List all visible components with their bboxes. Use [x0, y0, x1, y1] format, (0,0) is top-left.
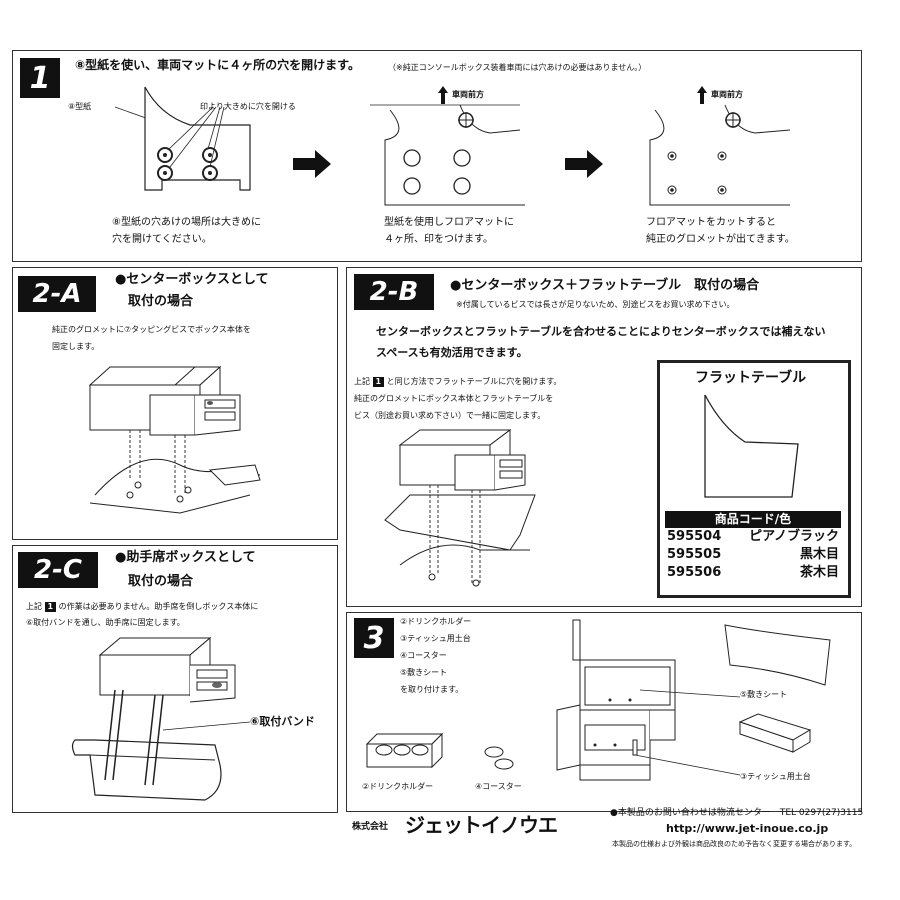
- step1-label-template: ⑧型紙: [68, 102, 92, 111]
- tissue-base-illustration: [738, 713, 812, 753]
- step3-label-drink: ②ドリンクホルダー: [362, 782, 434, 791]
- step1-front-label-2: 車両前方: [711, 90, 743, 99]
- mat-cut-illustration: [649, 104, 791, 206]
- step2c-desc-2: ⑥取付バンドを通し、助手席に固定します。: [26, 618, 185, 627]
- step2a-badge: 2-A: [18, 276, 96, 312]
- step1-caption-1a: ⑧型紙の穴あけの場所は大きめに: [112, 217, 261, 228]
- step1-front-label-1: 車両前方: [452, 90, 484, 99]
- step3-label-tissue: ③ティッシュ用土台: [740, 772, 811, 781]
- flat-table-title: フラットテーブル: [695, 370, 807, 386]
- passenger-box-illustration: [71, 636, 251, 801]
- step3-list-item: ⑤敷きシート: [400, 668, 448, 677]
- footer-disclaimer: 本製品の仕様および外観は商品改良のため予告なく変更する場合があります。: [612, 840, 857, 848]
- template-illustration: [114, 86, 251, 191]
- step1-caption-3b: 純正のグロメットが出てきます。: [646, 234, 795, 245]
- step2b-desc-1: センターボックスとフラットテーブルを合わせることによりセンターボックスでは補えな…: [376, 325, 826, 338]
- step2c-title-1: ●助手席ボックスとして: [115, 550, 256, 565]
- step2b-title: ●センターボックス＋フラットテーブル 取付の場合: [450, 278, 760, 293]
- drink-holder-illustration: [365, 732, 444, 769]
- arrow-right-icon: [565, 150, 603, 178]
- step3-badge: 3: [354, 618, 394, 658]
- box-interior-illustration: [556, 619, 741, 781]
- product-code-header: 商品コード/色: [665, 511, 841, 528]
- step2b-steps-2: 純正のグロメットにボックス本体とフラットテーブルを: [354, 394, 554, 403]
- step3-label-coaster: ④コースター: [475, 782, 522, 791]
- company-prefix: 株式会社: [352, 822, 389, 832]
- step1-caption-2a: 型紙を使用しフロアマットに: [384, 217, 514, 228]
- step3-list-item: を取り付けます。: [400, 685, 464, 694]
- step3-list-item: ②ドリンクホルダー: [400, 617, 472, 626]
- company-logo: ジェットイノウエ: [405, 813, 558, 837]
- step2b-note: ※付属しているビスでは長さが足りないため、別途ビスをお買い求め下さい。: [456, 300, 735, 309]
- step2c-label-band: ⑥取付バンド: [250, 715, 315, 728]
- step2b-desc-2: スペースも有効活用できます。: [376, 346, 528, 359]
- step3-label-sheet: ⑤敷きシート: [740, 690, 788, 699]
- step2b-badge: 2-B: [354, 274, 434, 310]
- step1-label-mark: 印より大きめに穴を開ける: [200, 102, 296, 111]
- center-box-illustration: [88, 365, 261, 514]
- arrow-right-icon: [293, 150, 331, 178]
- step1-caption-3a: フロアマットをカットすると: [646, 217, 776, 228]
- sheet-illustration: [724, 624, 831, 686]
- step2a-title-2: 取付の場合: [128, 294, 194, 309]
- step3-list-item: ④コースター: [400, 651, 447, 660]
- step1-note: （※純正コンソールボックス装着車両には穴あけの必要はありません。）: [388, 63, 647, 72]
- step2a-desc-1: 純正のグロメットに⑦タッピングビスでボックス本体を: [52, 325, 251, 334]
- step1-caption-2b: ４ヶ所、印をつけます。: [384, 234, 493, 245]
- center-box-table-illustration: [384, 429, 536, 587]
- step2c-title-2: 取付の場合: [128, 574, 194, 589]
- arrow-up-icon: [697, 86, 707, 104]
- step2b-steps-3: ビス（別途お買い求め下さい）で一緒に固定します。: [354, 411, 546, 420]
- footer-url[interactable]: http://www.jet-inoue.co.jp: [666, 822, 829, 835]
- step2a-desc-2: 固定します。: [52, 342, 100, 351]
- step2b-steps-1: 上記 1 と同じ方法でフラットテーブルに穴を開けます。: [354, 377, 562, 387]
- step2a-title-1: ●センターボックスとして: [115, 272, 269, 287]
- step3-list-item: ③ティッシュ用土台: [400, 634, 471, 643]
- step1-reference-badge: 1: [44, 602, 57, 612]
- mat-marking-illustration: [370, 104, 525, 206]
- coaster-illustration: [484, 746, 514, 770]
- step1-caption-1b: 穴を開けてください。: [112, 234, 212, 245]
- step1-badge: 1: [20, 58, 60, 98]
- arrow-up-icon: [438, 86, 448, 104]
- step1-title: ⑧型紙を使い、車両マットに４ヶ所の穴を開けます。: [75, 58, 360, 72]
- flat-table-shape: [704, 394, 799, 498]
- footer-contact: ●本製品のお問い合わせは物流センター TEL 0297(27)3115: [610, 808, 864, 818]
- step1-reference-badge: 1: [372, 377, 385, 387]
- step2c-badge: 2-C: [18, 552, 98, 588]
- step2c-desc-1: 上記 1 の作業は必要ありません。助手席を倒しボックス本体に: [26, 602, 259, 612]
